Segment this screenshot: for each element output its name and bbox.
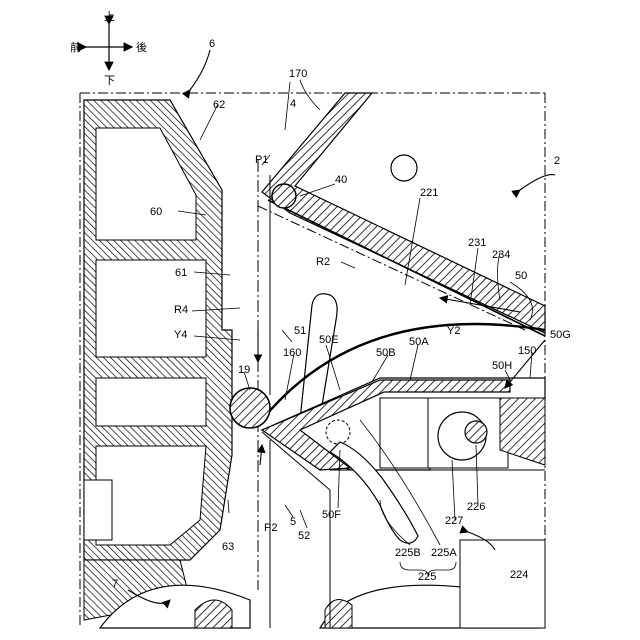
- label-225A: 225A: [431, 547, 457, 559]
- label-62: 62: [213, 99, 225, 111]
- label-50G: 50G: [550, 329, 571, 341]
- label-P2: P2: [264, 522, 277, 534]
- direction-compass: [86, 24, 132, 70]
- label-40: 40: [335, 174, 347, 186]
- gear-226: [438, 412, 487, 460]
- label-50B: 50B: [376, 347, 396, 359]
- label-50A: 50A: [409, 336, 429, 348]
- label-227: 227: [445, 515, 463, 527]
- label-170: 170: [289, 68, 307, 80]
- label-50H: 50H: [492, 360, 512, 372]
- label-63: 63: [222, 541, 234, 553]
- label-R4: R4: [174, 304, 188, 316]
- label-5: 5: [290, 516, 296, 528]
- line-R2: [258, 206, 525, 330]
- belt-unit-left: [84, 100, 232, 620]
- label-P1: P1: [255, 154, 268, 166]
- brace-225: [400, 562, 456, 576]
- label-225B: 225B: [395, 547, 421, 559]
- hole-circle: [391, 155, 417, 181]
- label-51: 51: [294, 325, 306, 337]
- label-4: 4: [290, 98, 296, 110]
- roller-19: [230, 388, 270, 428]
- box-224: [460, 540, 545, 628]
- label-61: 61: [175, 267, 187, 279]
- compass-back: 後: [136, 40, 147, 54]
- leader-lines: [178, 80, 533, 545]
- label-19: 19: [238, 364, 250, 376]
- label-50F: 50F: [322, 509, 341, 521]
- label-234: 234: [492, 249, 510, 261]
- label-52: 52: [298, 530, 310, 542]
- label-231: 231: [468, 237, 486, 249]
- label-7: 7: [112, 578, 118, 590]
- label-50: 50: [515, 270, 527, 282]
- compass-down: 下: [104, 74, 115, 87]
- label-226: 226: [467, 501, 485, 513]
- label-50E: 50E: [319, 334, 339, 346]
- upper-guide-170: [262, 93, 545, 336]
- label-R2: R2: [316, 256, 330, 268]
- label-2: 2: [554, 155, 560, 167]
- label-Y2: Y2: [447, 325, 460, 337]
- label-160: 160: [283, 347, 301, 359]
- compass-front: 前: [70, 40, 81, 54]
- label-60: 60: [150, 206, 162, 218]
- label-224: 224: [510, 569, 528, 581]
- label-221: 221: [420, 187, 438, 199]
- label-6: 6: [209, 38, 215, 50]
- label-150: 150: [518, 345, 536, 357]
- label-Y4: Y4: [174, 329, 187, 341]
- compass-up: 上: [104, 10, 115, 23]
